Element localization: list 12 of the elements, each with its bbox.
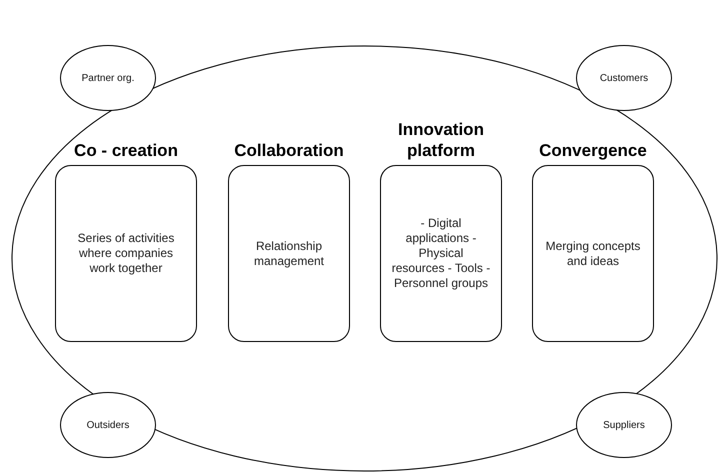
column-heading: Co - creation xyxy=(73,140,179,161)
column-heading: Convergence xyxy=(538,140,648,161)
column-heading: Innovation platform xyxy=(397,119,485,161)
box-text: - Digital applications - Physical resources - Tools - Personnel groups xyxy=(391,216,491,291)
oval-node: Customers xyxy=(576,45,672,111)
oval-node: Partner org. xyxy=(60,45,156,111)
oval-node: Outsiders xyxy=(60,392,156,458)
column-heading: Collaboration xyxy=(233,140,345,161)
box-text: Relationship management xyxy=(252,238,326,268)
oval-node: Suppliers xyxy=(576,392,672,458)
box-text: Merging concepts and ideas xyxy=(544,238,642,268)
box-text: Series of activities where companies work together xyxy=(76,231,176,276)
